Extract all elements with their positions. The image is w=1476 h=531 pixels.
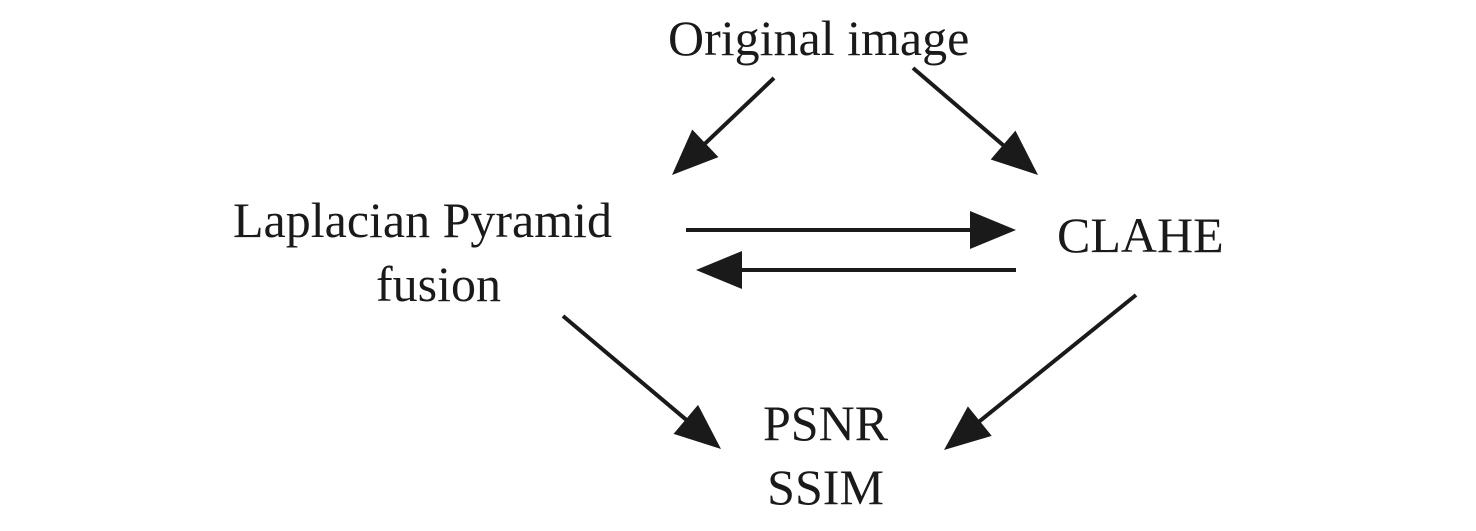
edge-clahe-to-metrics [976, 293, 1138, 424]
arrowhead-laplacian-to-metrics [673, 404, 721, 449]
node-clahe-label: CLAHE [1057, 207, 1224, 263]
node-laplacian-label-line-2: fusion [376, 256, 501, 312]
node-metrics-label-line-1: PSNR [763, 395, 889, 451]
arrowhead-original-to-laplacian [672, 129, 719, 175]
node-original-image: Original image [668, 6, 969, 70]
arrowhead-clahe-to-metrics [944, 406, 992, 450]
arrowhead-original-to-clahe [990, 130, 1038, 175]
node-laplacian-pyramid-fusion: Laplacian Pyramid fusion [233, 188, 612, 316]
edge-laplacian-to-metrics [561, 314, 689, 423]
node-metrics-label-line-2: SSIM [767, 459, 884, 515]
edges-group [561, 66, 1138, 450]
node-metrics: PSNR SSIM [763, 391, 888, 519]
node-original-image-label: Original image [668, 10, 970, 66]
node-laplacian-label-line-1: Laplacian Pyramid [233, 192, 613, 248]
node-clahe: CLAHE [1057, 203, 1224, 267]
arrowhead-clahe-to-laplacian [696, 251, 742, 289]
arrowhead-laplacian-to-clahe [970, 211, 1016, 249]
edge-original-to-clahe [911, 66, 1006, 148]
edge-original-to-laplacian [702, 76, 776, 147]
